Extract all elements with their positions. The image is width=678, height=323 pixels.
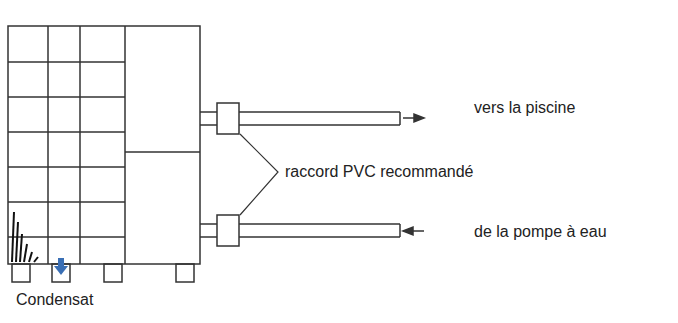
condensate-label: Condensat <box>16 290 93 309</box>
condensate-arrow <box>54 258 68 275</box>
outlet-label: vers la piscine <box>474 98 575 117</box>
inlet-label: de la pompe à eau <box>474 222 607 241</box>
unit-housing <box>8 26 200 264</box>
fitting-callout: raccord PVC recommandé <box>285 162 474 181</box>
